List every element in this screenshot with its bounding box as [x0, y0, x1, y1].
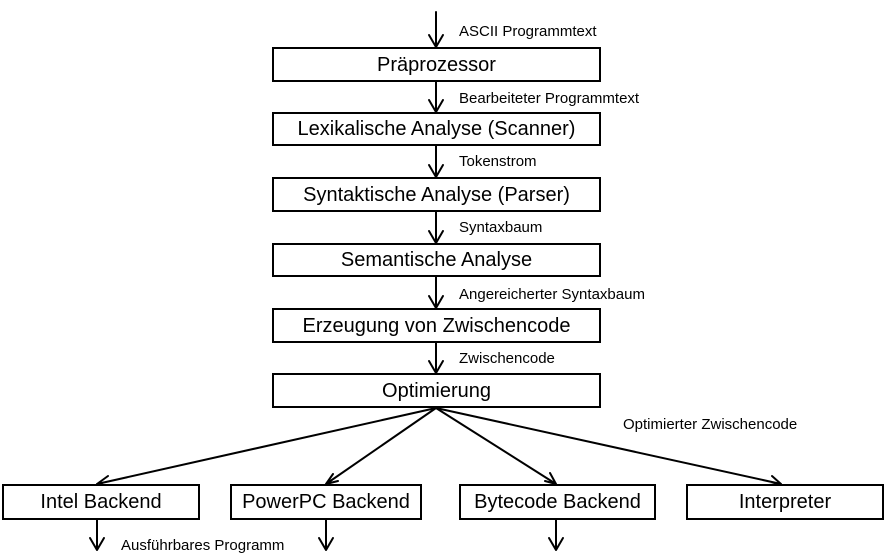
stage-intermediate-code-generation: Erzeugung von Zwischencode — [272, 308, 601, 343]
arrow-bytecode-output — [548, 519, 564, 551]
flow-label-ascii-programmtext: ASCII Programmtext — [459, 23, 597, 40]
arrow-opt-to-intel — [96, 407, 437, 487]
output-label-executable-program: Ausführbares Programm — [121, 537, 285, 554]
flow-label-optimierter-zwischencode: Optimierter Zwischencode — [623, 416, 798, 433]
arrow-intel-output — [89, 519, 105, 551]
backend-bytecode: Bytecode Backend — [459, 484, 656, 520]
flow-label-angereicherter-syntaxbaum: Angereicherter Syntaxbaum — [459, 286, 645, 303]
backend-interpreter: Interpreter — [686, 484, 884, 520]
arrow-opt-to-bytecode — [435, 407, 557, 485]
stage-lexical-analysis: Lexikalische Analyse (Scanner) — [272, 112, 601, 146]
stage-optimization: Optimierung — [272, 373, 601, 408]
arrow-lex-to-syn — [428, 145, 444, 178]
arrow-pre-to-lex — [428, 81, 444, 113]
flow-label-tokenstrom: Tokenstrom — [459, 153, 537, 170]
stage-syntactic-analysis: Syntaktische Analyse (Parser) — [272, 177, 601, 212]
backend-intel: Intel Backend — [2, 484, 200, 520]
arrow-sem-to-ir — [428, 276, 444, 309]
flow-label-bearbeiteter-programmtext: Bearbeiteter Programmtext — [459, 90, 640, 107]
arrow-input — [428, 11, 444, 48]
stage-preprocessor: Präprozessor — [272, 47, 601, 82]
flow-label-zwischencode: Zwischencode — [459, 350, 555, 367]
stage-semantic-analysis: Semantische Analyse — [272, 243, 601, 277]
arrow-syn-to-sem — [428, 211, 444, 244]
flow-label-syntaxbaum: Syntaxbaum — [459, 219, 543, 236]
backend-powerpc: PowerPC Backend — [230, 484, 422, 520]
arrow-ir-to-opt — [428, 342, 444, 374]
arrow-powerpc-output — [318, 519, 334, 551]
